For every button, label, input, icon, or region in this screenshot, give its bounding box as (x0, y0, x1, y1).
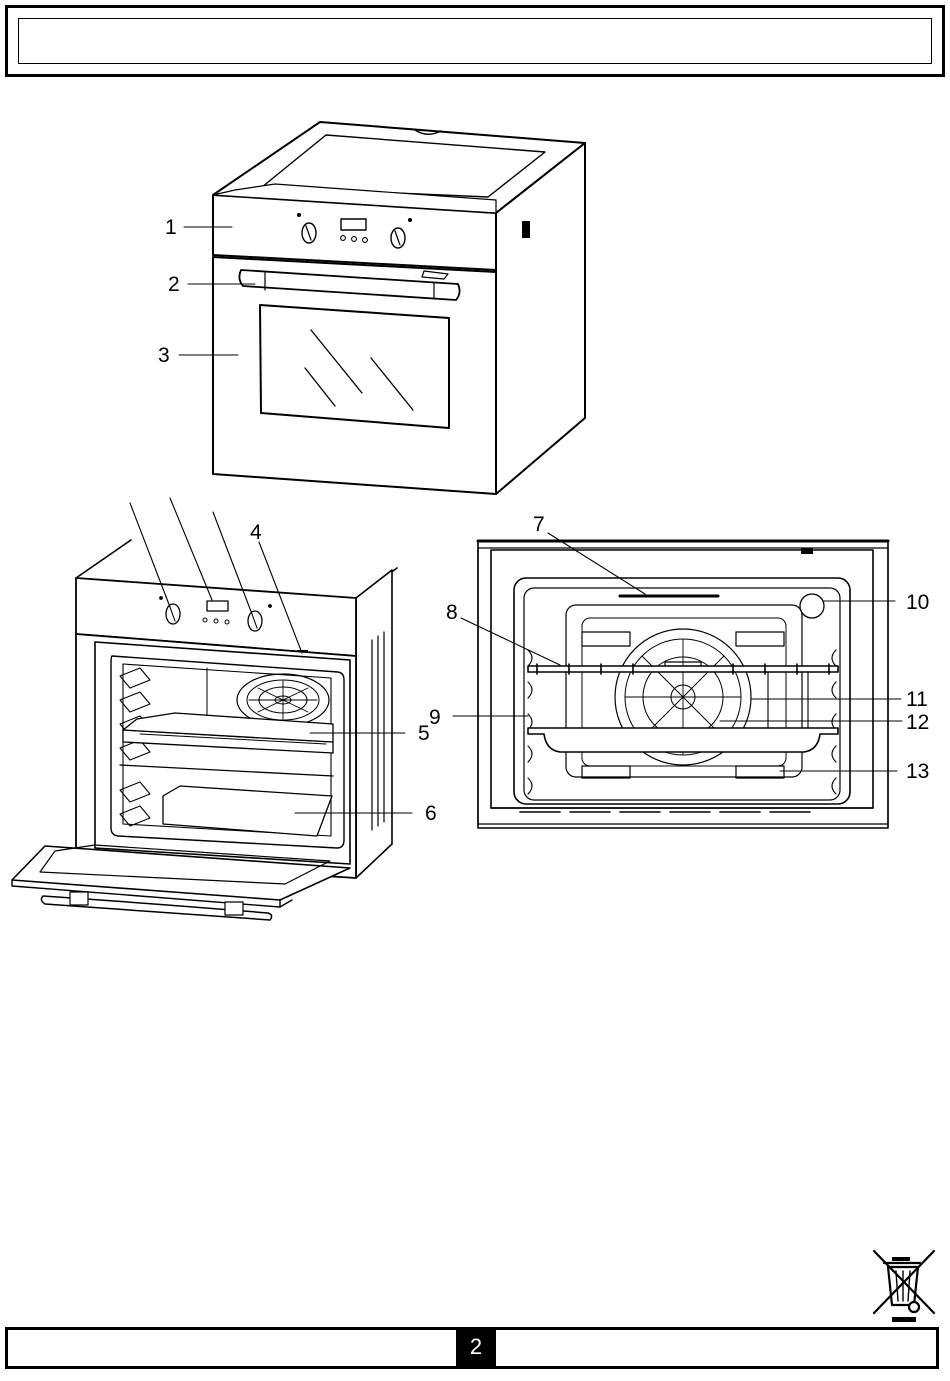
oven-front-view (478, 541, 888, 828)
callout-8: 8 (446, 601, 458, 624)
callout-3: 3 (158, 344, 170, 367)
callout-7: 7 (533, 513, 545, 536)
callout-2: 2 (168, 273, 180, 296)
callout-4: 4 (250, 521, 262, 544)
callout-12: 12 (906, 711, 929, 734)
callout-9: 9 (429, 706, 441, 729)
callout-1: 1 (165, 216, 177, 239)
page-number: 2 (456, 1327, 496, 1367)
callout-5: 5 (418, 722, 430, 745)
callout-6: 6 (425, 802, 437, 825)
callout-11: 11 (906, 688, 928, 711)
crossed-out-wheelie-bin-icon (868, 1247, 944, 1323)
closed-oven (213, 122, 585, 494)
callout-13: 13 (906, 760, 929, 783)
open-oven (12, 540, 397, 920)
callout-10: 10 (906, 591, 929, 614)
